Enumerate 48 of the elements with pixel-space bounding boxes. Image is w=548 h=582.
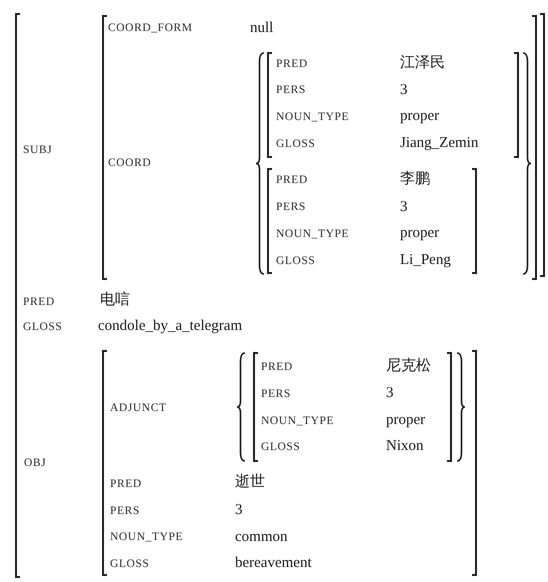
attribute-label: GLOSS (110, 557, 150, 572)
attribute-label: PERS (276, 83, 306, 98)
attribute-label: GLOSS (276, 137, 316, 152)
attribute-value: proper (400, 107, 440, 125)
attribute-label: NOUN_TYPE (276, 227, 350, 242)
attribute-label: OBJ (24, 456, 46, 471)
attribute-value-matrix (253, 352, 452, 462)
attribute-value: Jiang_Zemin (400, 134, 478, 152)
attribute-label: NOUN_TYPE (110, 530, 184, 545)
attribute-value-matrix (102, 15, 537, 280)
attribute-value: null (250, 19, 274, 37)
attribute-value: Nixon (386, 437, 424, 455)
attribute-value: condole_by_a_telegram (98, 317, 242, 335)
attribute-value: Li_Peng (400, 251, 451, 269)
attribute-value-matrix (15, 13, 545, 578)
attribute-value: 电唁 (100, 291, 130, 309)
attribute-label: COORD_FORM (108, 21, 193, 36)
attribute-label: PRED (261, 360, 293, 375)
attribute-value: proper (386, 411, 426, 429)
attribute-label: PERS (261, 387, 291, 402)
attribute-label: SUBJ (23, 143, 52, 158)
attribute-label: PERS (276, 200, 306, 215)
attribute-label: GLOSS (276, 254, 316, 269)
attribute-label: PRED (23, 295, 55, 310)
attribute-label: COORD (108, 156, 152, 171)
attribute-label: ADJUNCT (110, 401, 167, 416)
attribute-label: PRED (110, 477, 142, 492)
attribute-value: 3 (235, 501, 242, 519)
attribute-label: PERS (110, 504, 140, 519)
attribute-value: 3 (386, 384, 394, 402)
attribute-value: 3 (400, 198, 408, 216)
attribute-value: 李鹏 (400, 170, 430, 188)
attribute-value: 逝世 (235, 473, 265, 491)
attribute-value: bereavement (235, 554, 312, 572)
attribute-label: NOUN_TYPE (276, 110, 350, 125)
attribute-value: 尼克松 (386, 357, 431, 375)
attribute-value-matrix (102, 350, 477, 576)
attribute-value: 江泽民 (400, 54, 445, 72)
attribute-value: common (235, 528, 288, 546)
attribute-value: proper (400, 224, 440, 242)
attribute-value: 3 (400, 81, 408, 99)
attribute-label: GLOSS (261, 440, 300, 455)
attribute-label: GLOSS (23, 320, 62, 335)
attribute-value-matrix (267, 52, 519, 158)
attribute-label: NOUN_TYPE (261, 414, 334, 429)
attribute-label: PRED (276, 173, 308, 188)
attribute-value-matrix (267, 168, 477, 274)
attribute-label: PRED (276, 57, 308, 72)
